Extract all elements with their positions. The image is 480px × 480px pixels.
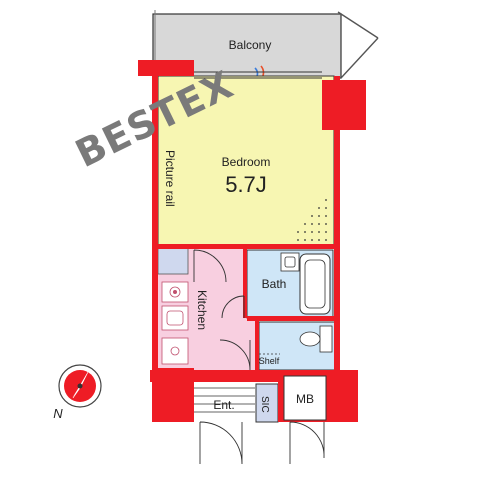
balcony-rail bbox=[337, 11, 379, 39]
mb-box bbox=[283, 375, 327, 421]
compass-label: N bbox=[53, 406, 63, 421]
compass-icon bbox=[58, 364, 102, 408]
bedroom-floor bbox=[158, 76, 334, 246]
entrance-door bbox=[199, 421, 243, 465]
doors bbox=[193, 249, 325, 465]
bedroom-size: 5.7J bbox=[225, 172, 267, 197]
shelf-label: Shelf bbox=[259, 356, 280, 366]
toilet-icon bbox=[299, 325, 333, 353]
corridor-door bbox=[219, 339, 251, 371]
balcony-door bbox=[194, 71, 322, 79]
kitchen-label: Kitchen bbox=[195, 290, 209, 330]
balcony-label: Balcony bbox=[229, 38, 272, 52]
sic-area bbox=[256, 384, 278, 422]
mb-door bbox=[289, 421, 325, 464]
sic-label: SIC bbox=[259, 396, 270, 413]
washbasin-icon bbox=[280, 252, 300, 272]
closet bbox=[157, 247, 189, 275]
entrance-floor bbox=[193, 380, 255, 422]
fridge-icon bbox=[161, 337, 189, 365]
bedroom-door bbox=[193, 249, 227, 283]
entrance-steps bbox=[193, 387, 255, 413]
bathtub-icon bbox=[299, 253, 331, 315]
picture-rail-label: Picture rail bbox=[163, 150, 177, 207]
bath-door bbox=[221, 295, 245, 319]
sink-icon bbox=[161, 305, 189, 331]
vent-dots bbox=[297, 199, 327, 241]
mb-label: MB bbox=[296, 392, 314, 406]
entrance-label: Ent. bbox=[213, 398, 234, 412]
bath-label: Bath bbox=[262, 277, 287, 291]
bedroom-label: Bedroom bbox=[222, 155, 271, 169]
stove-icon bbox=[161, 281, 189, 303]
